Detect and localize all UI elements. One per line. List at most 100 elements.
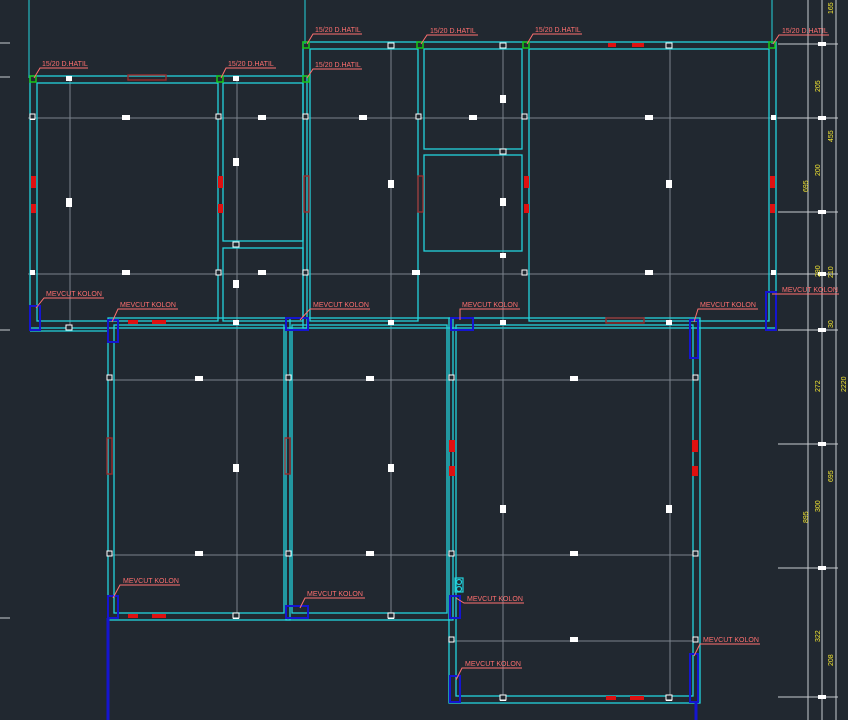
marker	[366, 376, 374, 381]
dim-322: 322	[815, 630, 822, 642]
hatil-square	[29, 75, 37, 83]
label-leader	[772, 34, 829, 45]
wall-inner	[291, 324, 448, 614]
opening	[218, 204, 223, 213]
dim-200: 200	[815, 164, 822, 176]
hollow-marker	[215, 269, 222, 276]
marker	[666, 505, 672, 513]
dim-165: 165	[828, 2, 835, 14]
hollow-marker	[302, 269, 309, 276]
marker	[500, 253, 506, 258]
label-leader	[299, 308, 370, 321]
label-leader	[455, 597, 524, 604]
tick-mark	[818, 272, 826, 276]
marker	[771, 270, 776, 275]
marker	[570, 376, 578, 381]
marker	[500, 198, 506, 206]
walls	[29, 41, 777, 704]
dim-205: 205	[815, 80, 822, 92]
marker	[233, 158, 239, 166]
hollow-marker	[665, 694, 673, 701]
hollow-marker	[448, 636, 455, 643]
label-leader	[111, 308, 178, 323]
left-ticks	[0, 42, 10, 619]
fixture-symbol	[454, 577, 464, 593]
existing-columns	[29, 291, 777, 703]
column	[450, 317, 474, 331]
column	[689, 319, 699, 359]
hollow-marker	[29, 113, 36, 120]
hollow-marker	[692, 636, 699, 643]
label-leader	[526, 33, 582, 45]
opening-outline	[605, 317, 645, 324]
hollow-marker	[302, 113, 309, 120]
hatil-label: 15/20 D.HATIL	[315, 27, 361, 34]
labels: 15/20 D.HATIL 15/20 D.HATIL 15/20 D.HATI…	[42, 27, 838, 668]
dim-895: 895	[803, 511, 810, 523]
marker	[233, 76, 239, 81]
tick-mark	[818, 695, 826, 699]
label-leader	[455, 667, 522, 681]
dim-208: 208	[828, 654, 835, 666]
label-leader	[693, 308, 758, 323]
label-leader	[33, 67, 88, 79]
kolon-label: MEVCUT KOLON	[313, 302, 369, 309]
label-leader	[693, 643, 760, 657]
column	[689, 653, 699, 703]
hollow-marker	[665, 42, 673, 49]
column	[285, 317, 309, 331]
column-continuations	[106, 618, 698, 720]
column	[449, 675, 461, 703]
opening	[218, 176, 223, 188]
marker	[645, 270, 653, 275]
opening-outline	[106, 437, 113, 475]
dim-455: 455	[828, 130, 835, 142]
opening	[449, 440, 455, 452]
hatil-square	[768, 41, 776, 49]
label-leaders	[33, 33, 839, 681]
marker	[500, 505, 506, 513]
kolon-label: MEVCUT KOLON	[46, 291, 102, 298]
hatil-square	[522, 41, 530, 49]
wall-outer	[29, 75, 308, 329]
marker	[195, 551, 203, 556]
marker	[570, 637, 578, 642]
marker	[771, 115, 776, 120]
marker	[66, 76, 72, 81]
dim-30: 30	[828, 320, 835, 328]
hollow-marker	[387, 612, 395, 619]
marker	[258, 115, 266, 120]
column	[449, 595, 461, 619]
wall-inner	[423, 48, 523, 150]
tick-mark	[818, 42, 826, 46]
dim-272: 272	[815, 380, 822, 392]
hollow-markers	[29, 42, 699, 701]
opening-outline	[303, 175, 310, 213]
kolon-label: MEVCUT KOLON	[700, 302, 756, 309]
hatil-label: 15/20 D.HATIL	[42, 61, 88, 68]
marker	[388, 320, 394, 325]
tick-mark	[818, 328, 826, 332]
tick-mark	[818, 566, 826, 570]
marker	[122, 270, 130, 275]
opening-outline	[417, 175, 424, 213]
label-leader	[420, 34, 478, 45]
hatil-square	[302, 75, 310, 83]
hollow-marker	[285, 374, 292, 381]
opening	[128, 614, 138, 618]
kolon-label: MEVCUT KOLON	[123, 578, 179, 585]
column	[107, 595, 119, 619]
dim-210: 210	[828, 266, 835, 278]
wall-inner	[36, 82, 219, 322]
kolon-label: MEVCUT KOLON	[782, 287, 838, 294]
opening	[152, 320, 166, 324]
dim-290: 290	[815, 265, 822, 277]
marker	[30, 270, 35, 275]
marker	[258, 270, 266, 275]
marker	[469, 115, 477, 120]
marker	[570, 551, 578, 556]
vertical-leaders	[28, 0, 773, 78]
openings	[31, 43, 775, 700]
hollow-marker	[65, 324, 73, 331]
